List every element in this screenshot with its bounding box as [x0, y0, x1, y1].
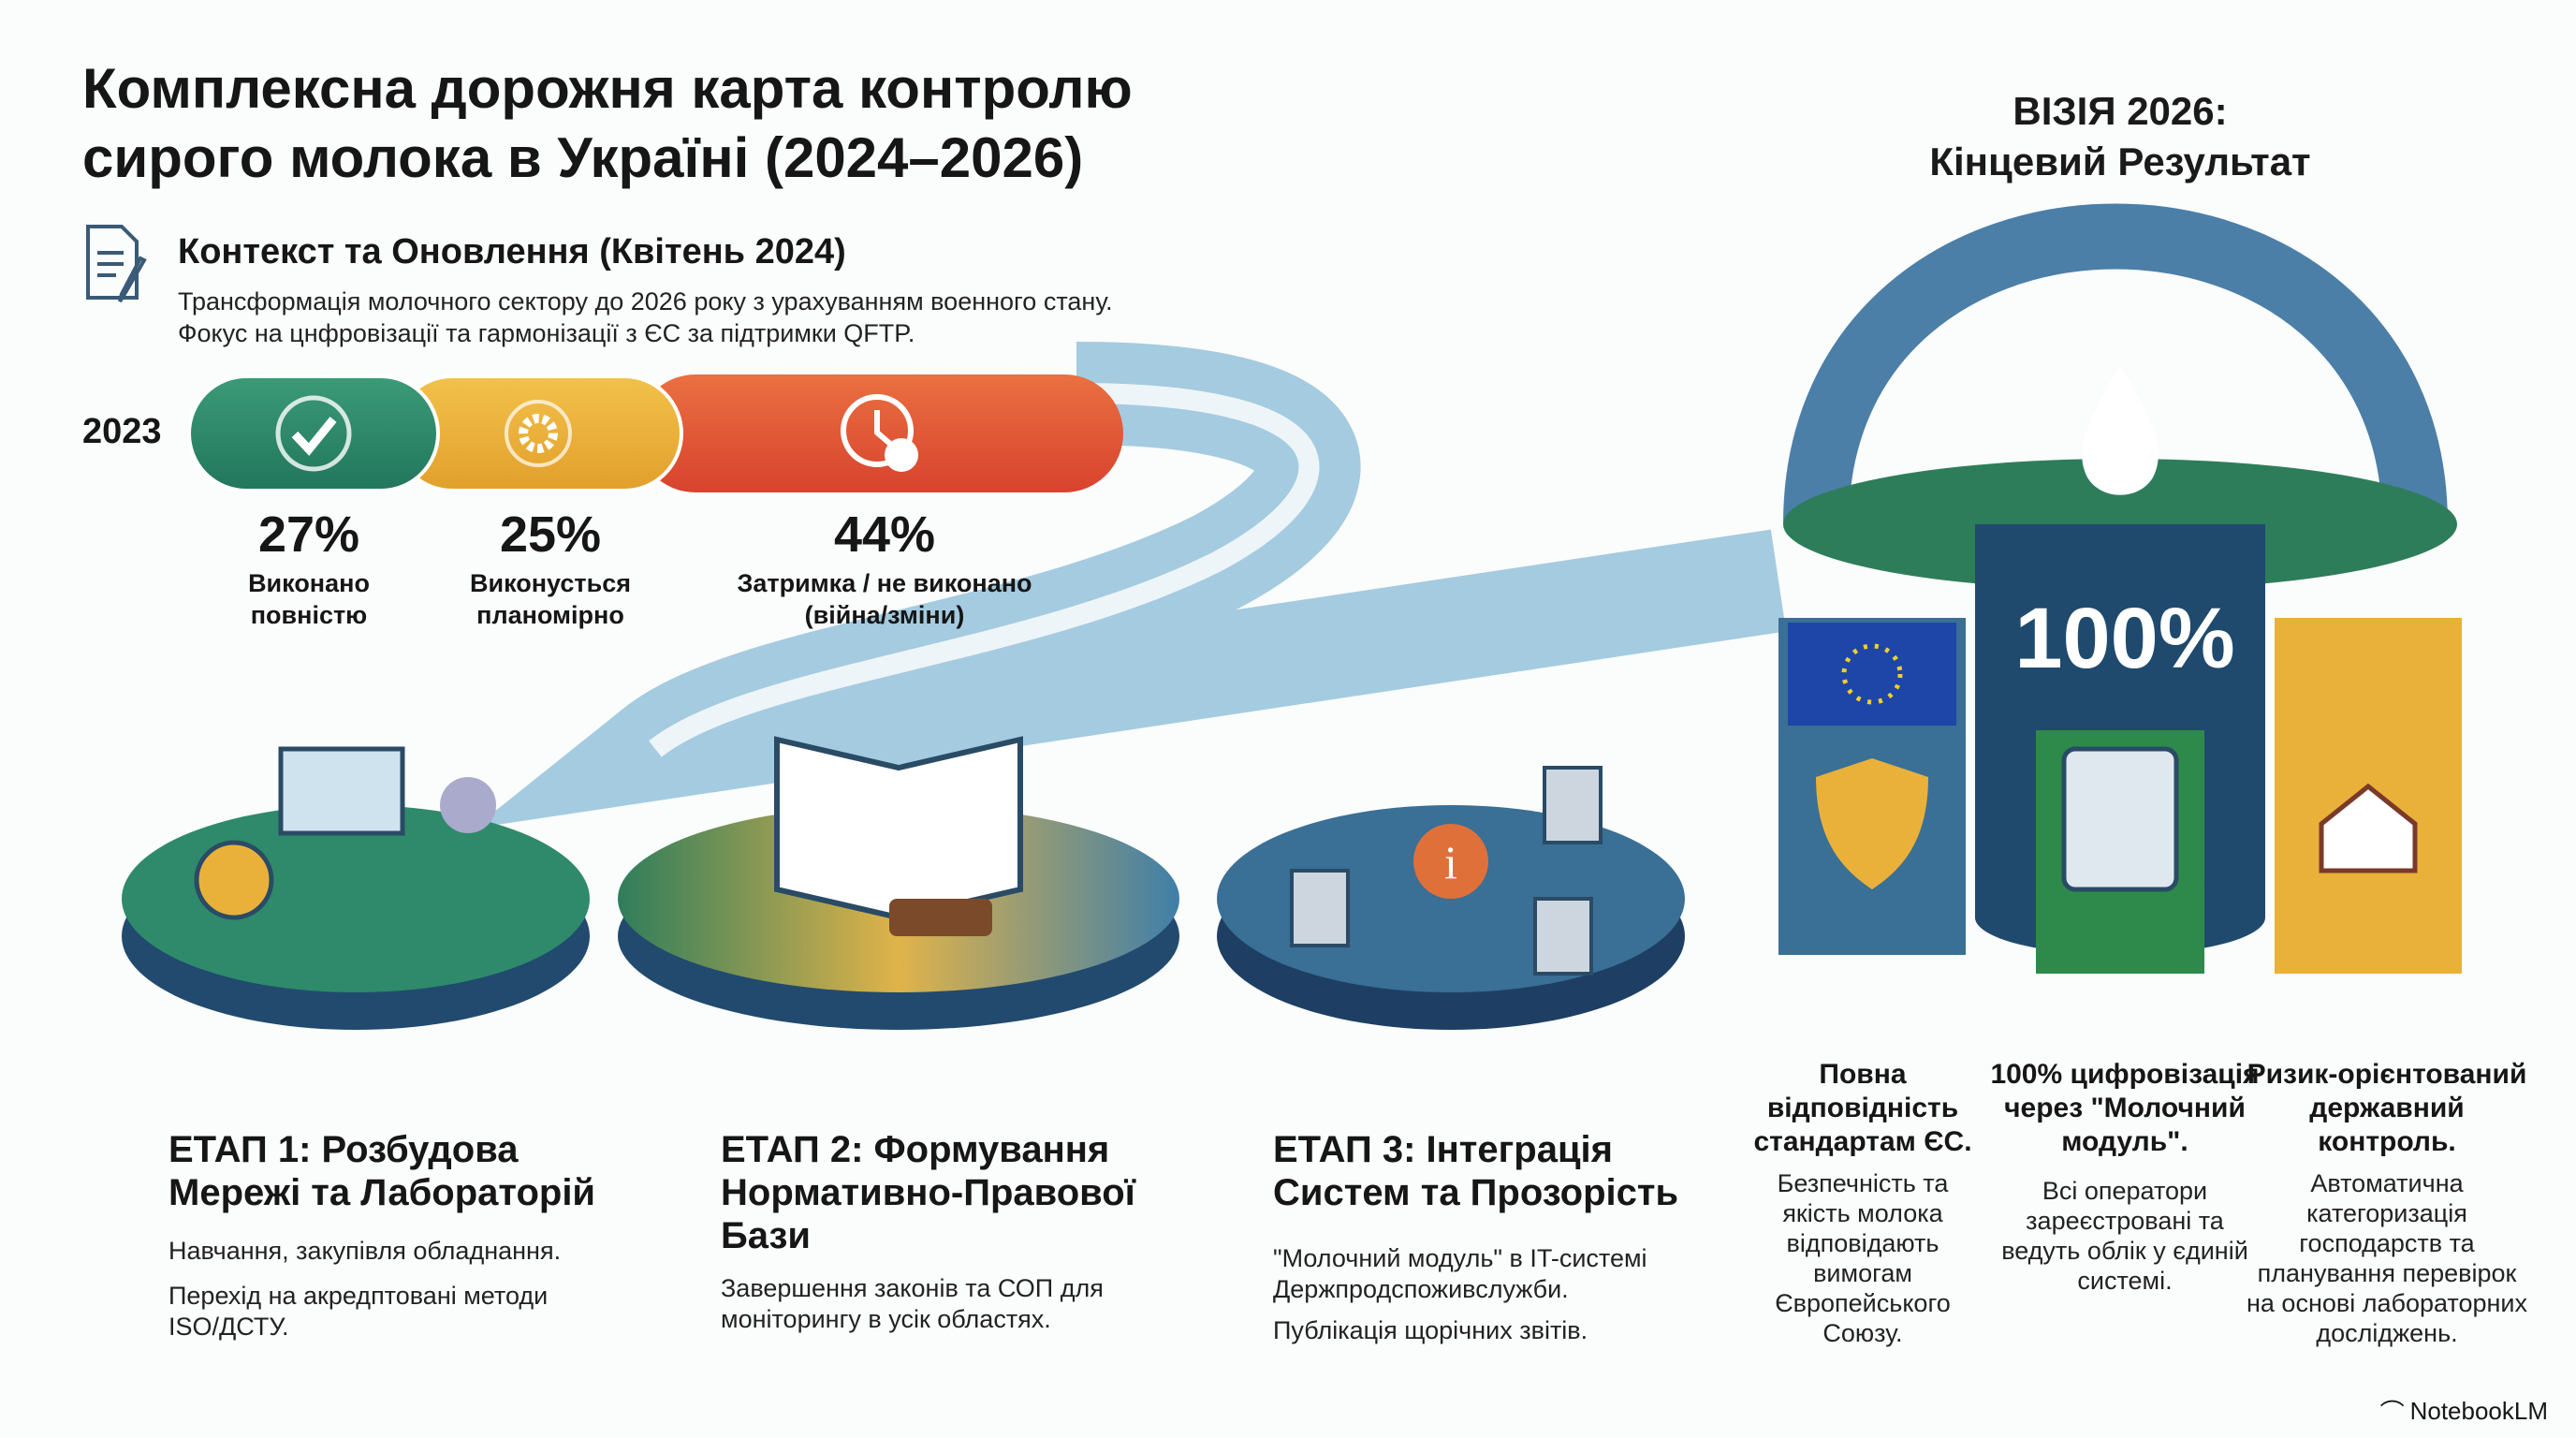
stage3-body-1: "Молочний модуль" в IT-системі Держпродс…	[1273, 1244, 1647, 1303]
year-label: 2023	[82, 412, 162, 451]
vision-percent: 100%	[2014, 591, 2235, 686]
delayed-label: Затримка / не виконано(війна/зміни)	[737, 569, 1032, 629]
law-book-icon	[774, 736, 1023, 936]
stage2-body: Завершення законів та СОП для моніторинг…	[721, 1274, 1104, 1333]
stage3-body-2: Публікація щорічних звітів.	[1273, 1316, 1588, 1344]
completed-segment	[187, 374, 440, 492]
stage1-body-1: Навчання, закупівля обладнання.	[168, 1237, 562, 1265]
context-description: Трансформація молочного сектору до 2026 …	[178, 287, 1113, 347]
data-network-icon: i	[1290, 766, 1603, 976]
result-risk-control: Ризик-орієнтований державний контроль.Ав…	[2247, 1059, 2527, 1347]
clock-pause-icon	[841, 394, 918, 472]
delayed-segment	[637, 374, 1123, 492]
completed-percent: 27%	[257, 506, 360, 563]
result-eu-compliance: Повна відповідність стандартам ЄС.Безпеч…	[1753, 1059, 1972, 1347]
svg-text:i: i	[1444, 836, 1457, 888]
shield-check-icon	[1816, 758, 1928, 889]
notebooklm-logo-icon: ⌒	[2379, 1399, 2405, 1427]
vision-arch	[1783, 203, 2448, 525]
tablet-database-icon	[2061, 746, 2179, 892]
notebooklm-brand: ⌒NotebookLM	[2380, 1394, 2548, 1429]
context-heading: Контекст та Оновлення (Квітень 2024)	[178, 232, 846, 271]
check-circle-icon	[275, 395, 352, 472]
eu-flag-icon	[1788, 623, 1956, 726]
farm-icon	[2319, 783, 2418, 873]
document-edit-icon	[86, 225, 147, 303]
in-progress-percent: 25%	[499, 506, 602, 563]
page-title: Комплексна дорожня карта контролю сирого…	[82, 57, 1133, 189]
gear-cycle-icon	[505, 400, 572, 467]
delayed-percent: 44%	[833, 506, 936, 563]
stage1-body-2: Перехід на акредптовані методи ISO/ДСТУ.	[168, 1282, 549, 1341]
result-digitalization: 100% цифровізація через "Молочний модуль…	[1990, 1059, 2260, 1295]
milk-drop-icon	[2082, 365, 2159, 495]
in-progress-segment	[393, 374, 683, 492]
vision-title: ВІЗІЯ 2026: Кінцевий Результат	[1929, 89, 2311, 183]
laboratory-icon	[194, 746, 496, 920]
